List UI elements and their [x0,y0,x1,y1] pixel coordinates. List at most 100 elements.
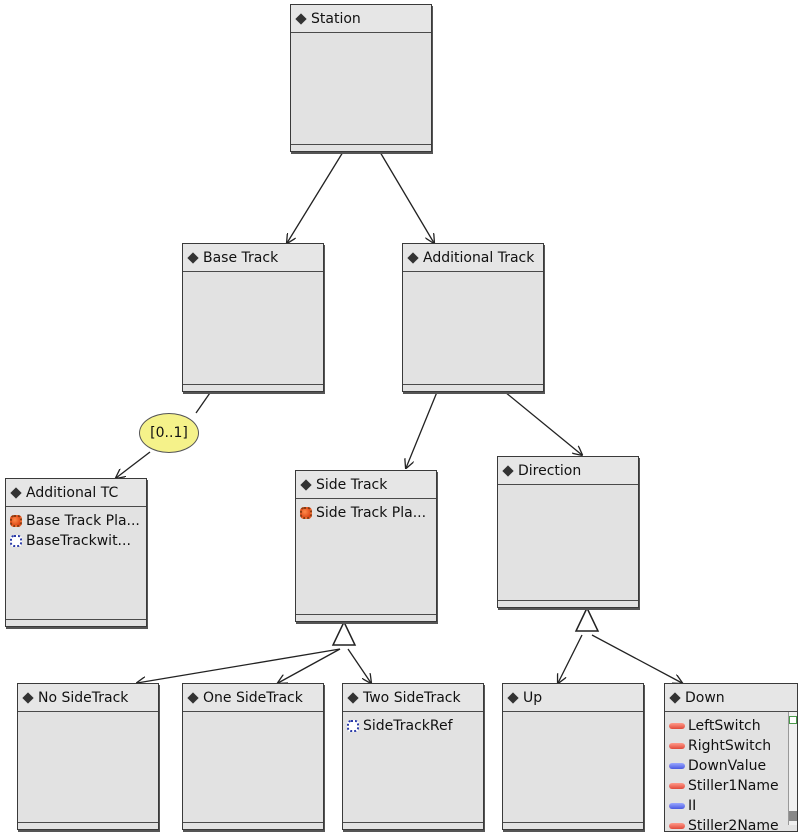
edge-sidetrack-onesidetrack [278,648,341,683]
node-header: One SideTrack [183,684,323,712]
node-header: Base Track [183,244,323,272]
diamond-icon [187,251,199,264]
attribute-item[interactable]: II [669,796,797,816]
attribute-item[interactable]: RightSwitch [669,736,797,756]
edge-sidetrack-nosidetrack [137,648,341,683]
feature-item[interactable]: Side Track Pla... [300,503,436,523]
attribute-icon [669,783,685,789]
attribute-icon [669,723,685,729]
feature-label: Base Track Pla... [26,513,140,529]
attribute-item[interactable]: LeftSwitch [669,716,797,736]
mandatory-feature-icon [300,507,312,519]
attribute-label: DownValue [688,758,767,774]
diamond-icon [347,691,359,704]
node-body: LeftSwitch RightSwitch DownValue Stiller… [665,712,797,831]
node-body: Base Track Pla... BaseTrackwit... [6,507,146,620]
optional-feature-icon [10,535,22,547]
node-title: Additional Track [423,249,535,266]
node-title: One SideTrack [203,689,303,706]
attribute-label: RightSwitch [688,738,772,754]
diamond-icon [407,251,419,264]
node-header: Additional TC [6,479,146,507]
node-title: Side Track [316,476,388,493]
feature-node-up[interactable]: Up [502,683,644,830]
feature-list: Base Track Pla... BaseTrackwit... [6,507,146,551]
diamond-icon [10,486,22,499]
node-header: No SideTrack [18,684,158,712]
node-title: Additional TC [26,484,119,501]
node-body [503,712,643,823]
node-header: Two SideTrack [343,684,483,712]
node-title: Direction [518,462,582,479]
edge-sidetrack-twosidetrack [347,648,371,683]
edge-station-additionaltrack [379,151,434,243]
cardinality-text: [0..1] [150,425,188,441]
edge-direction-down [591,634,682,683]
alternative-group-triangle [331,620,357,646]
node-header: Station [291,5,431,33]
diamond-icon [22,691,34,704]
attribute-icon [669,763,685,769]
vertical-scrollbar[interactable] [788,712,797,825]
attribute-item[interactable]: Stiller2Name [669,816,797,831]
feature-item[interactable]: BaseTrackwit... [10,531,146,551]
attribute-label: LeftSwitch [688,718,761,734]
node-body [498,485,638,601]
feature-node-side-track[interactable]: Side Track Side Track Pla... [295,470,437,622]
node-title: No SideTrack [38,689,129,706]
checkbox-icon [789,716,797,724]
node-header: Direction [498,457,638,485]
node-title: Up [523,689,543,706]
edge-station-basetrack [287,151,344,243]
feature-label: SideTrackRef [363,718,453,734]
diamond-icon [295,12,307,25]
node-header: Side Track [296,471,436,499]
edge-cardinality-additionaltc [116,451,151,478]
feature-list: SideTrackRef [343,712,483,736]
feature-node-station[interactable]: Station [290,4,432,152]
feature-label: BaseTrackwit... [26,533,131,549]
feature-node-two-sidetrack[interactable]: Two SideTrack SideTrackRef [342,683,484,830]
feature-node-base-track[interactable]: Base Track [182,243,324,392]
diamond-icon [507,691,519,704]
attribute-item[interactable]: Stiller1Name [669,776,797,796]
edge-basetrack-cardinality [195,389,213,414]
node-body: SideTrackRef [343,712,483,823]
node-body [183,272,323,385]
feature-item[interactable]: Base Track Pla... [10,511,146,531]
feature-item[interactable]: SideTrackRef [347,716,483,736]
attribute-list: LeftSwitch RightSwitch DownValue Stiller… [665,712,797,831]
node-title: Two SideTrack [363,689,461,706]
mandatory-feature-icon [10,515,22,527]
scroll-down-icon[interactable] [789,811,797,821]
feature-node-no-sidetrack[interactable]: No SideTrack [17,683,159,830]
alternative-group-triangle [574,606,600,632]
feature-node-additional-track[interactable]: Additional Track [402,243,544,392]
attribute-label: Stiller1Name [688,778,779,794]
feature-node-down[interactable]: Down LeftSwitch RightSwitch DownValue St… [664,683,798,832]
node-title: Station [311,10,361,27]
edge-direction-up [558,634,583,683]
feature-list: Side Track Pla... [296,499,436,523]
edge-additionaltrack-direction [504,391,582,455]
attribute-item[interactable]: DownValue [669,756,797,776]
feature-node-direction[interactable]: Direction [497,456,639,608]
node-body [291,33,431,145]
node-body: Side Track Pla... [296,499,436,615]
node-title: Down [685,689,725,706]
node-header: Up [503,684,643,712]
edge-additionaltrack-sidetrack [406,391,438,468]
attribute-label: II [688,798,697,814]
feature-node-additional-tc[interactable]: Additional TC Base Track Pla... BaseTrac… [5,478,147,627]
diamond-icon [502,464,514,477]
attribute-icon [669,803,685,809]
node-header: Additional Track [403,244,543,272]
attribute-icon [669,743,685,749]
feature-node-one-sidetrack[interactable]: One SideTrack [182,683,324,830]
node-body [403,272,543,385]
cardinality-label: [0..1] [139,413,199,453]
node-title: Base Track [203,249,279,266]
node-body [183,712,323,823]
optional-feature-icon [347,720,359,732]
